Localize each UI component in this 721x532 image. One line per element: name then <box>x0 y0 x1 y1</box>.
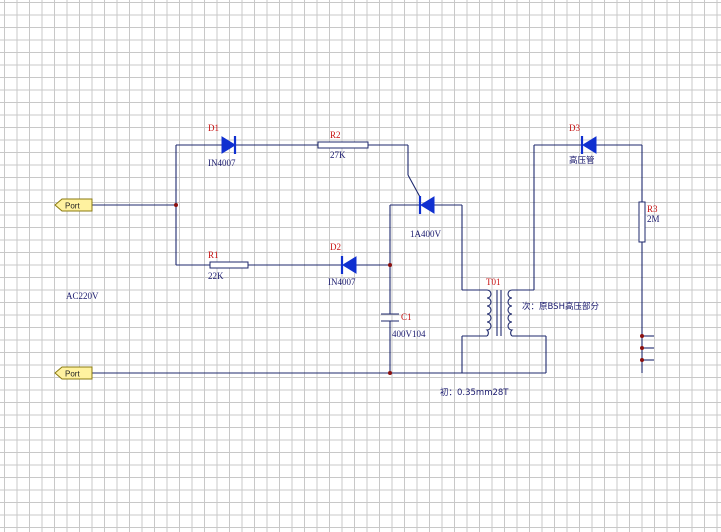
c1-value: 400V104 <box>392 329 426 339</box>
junction-input <box>174 203 178 207</box>
r2-designator: R2 <box>330 130 341 140</box>
r1-body <box>209 261 249 269</box>
diode-d2[interactable]: D2 IN4007 <box>328 242 357 287</box>
r2-body <box>317 141 369 149</box>
r3-designator: R3 <box>647 204 658 214</box>
scr-triangle <box>420 196 435 214</box>
junctions <box>174 203 644 375</box>
source-label: AC220V <box>66 291 99 301</box>
t01-primary-note: 初：0.35mm28T <box>440 387 509 398</box>
r3-body <box>638 201 646 243</box>
diode-d3[interactable]: D3 高压管 <box>569 123 597 166</box>
d2-triangle <box>342 256 357 274</box>
d1-triangle <box>221 136 236 154</box>
d3-triangle <box>582 136 597 154</box>
d3-value: 高压管 <box>569 155 595 166</box>
resistor-r1[interactable]: R1 22K <box>208 250 249 281</box>
junction-tap-1 <box>640 334 644 338</box>
d1-value: IN4007 <box>208 158 236 168</box>
t01-designator: T01 <box>486 277 501 287</box>
junction-bottom <box>388 371 392 375</box>
port-top-label: Port <box>65 202 80 211</box>
port-bottom-label: Port <box>65 370 80 379</box>
c1-designator: C1 <box>401 312 412 322</box>
wire-gate <box>407 174 421 198</box>
t01-secondary-coil <box>507 289 514 337</box>
r1-designator: R1 <box>208 250 219 260</box>
capacitor-c1[interactable]: C1 400V104 <box>381 312 426 339</box>
diode-d1[interactable]: D1 IN4007 <box>208 123 237 168</box>
t01-secondary-note: 次：原BSH高压部分 <box>522 301 599 312</box>
resistor-r3[interactable]: R3 2M <box>638 201 660 243</box>
scr-value: 1A400V <box>410 229 441 239</box>
junction-tap-3 <box>640 358 644 362</box>
d1-designator: D1 <box>208 123 219 133</box>
resistor-r2[interactable]: R2 27K <box>317 130 369 160</box>
r1-value: 22K <box>208 271 224 281</box>
transformer-t01[interactable]: T01 次：原BSH高压部分 初：0.35mm28T <box>440 277 599 398</box>
r2-value: 27K <box>330 150 346 160</box>
r3-value: 2M <box>647 214 660 224</box>
t01-primary-coil <box>485 289 492 337</box>
thyristor-scr[interactable]: 1A400V <box>410 196 441 239</box>
port-bottom-shape[interactable] <box>54 366 93 380</box>
port-bottom[interactable]: Port <box>54 366 93 380</box>
port-top-shape[interactable] <box>54 198 93 212</box>
d3-designator: D3 <box>569 123 580 133</box>
port-top[interactable]: Port <box>54 198 93 212</box>
wires <box>92 144 654 374</box>
junction-c1 <box>388 263 392 267</box>
junction-tap-2 <box>640 346 644 350</box>
d2-value: IN4007 <box>328 277 356 287</box>
d2-designator: D2 <box>330 242 341 252</box>
